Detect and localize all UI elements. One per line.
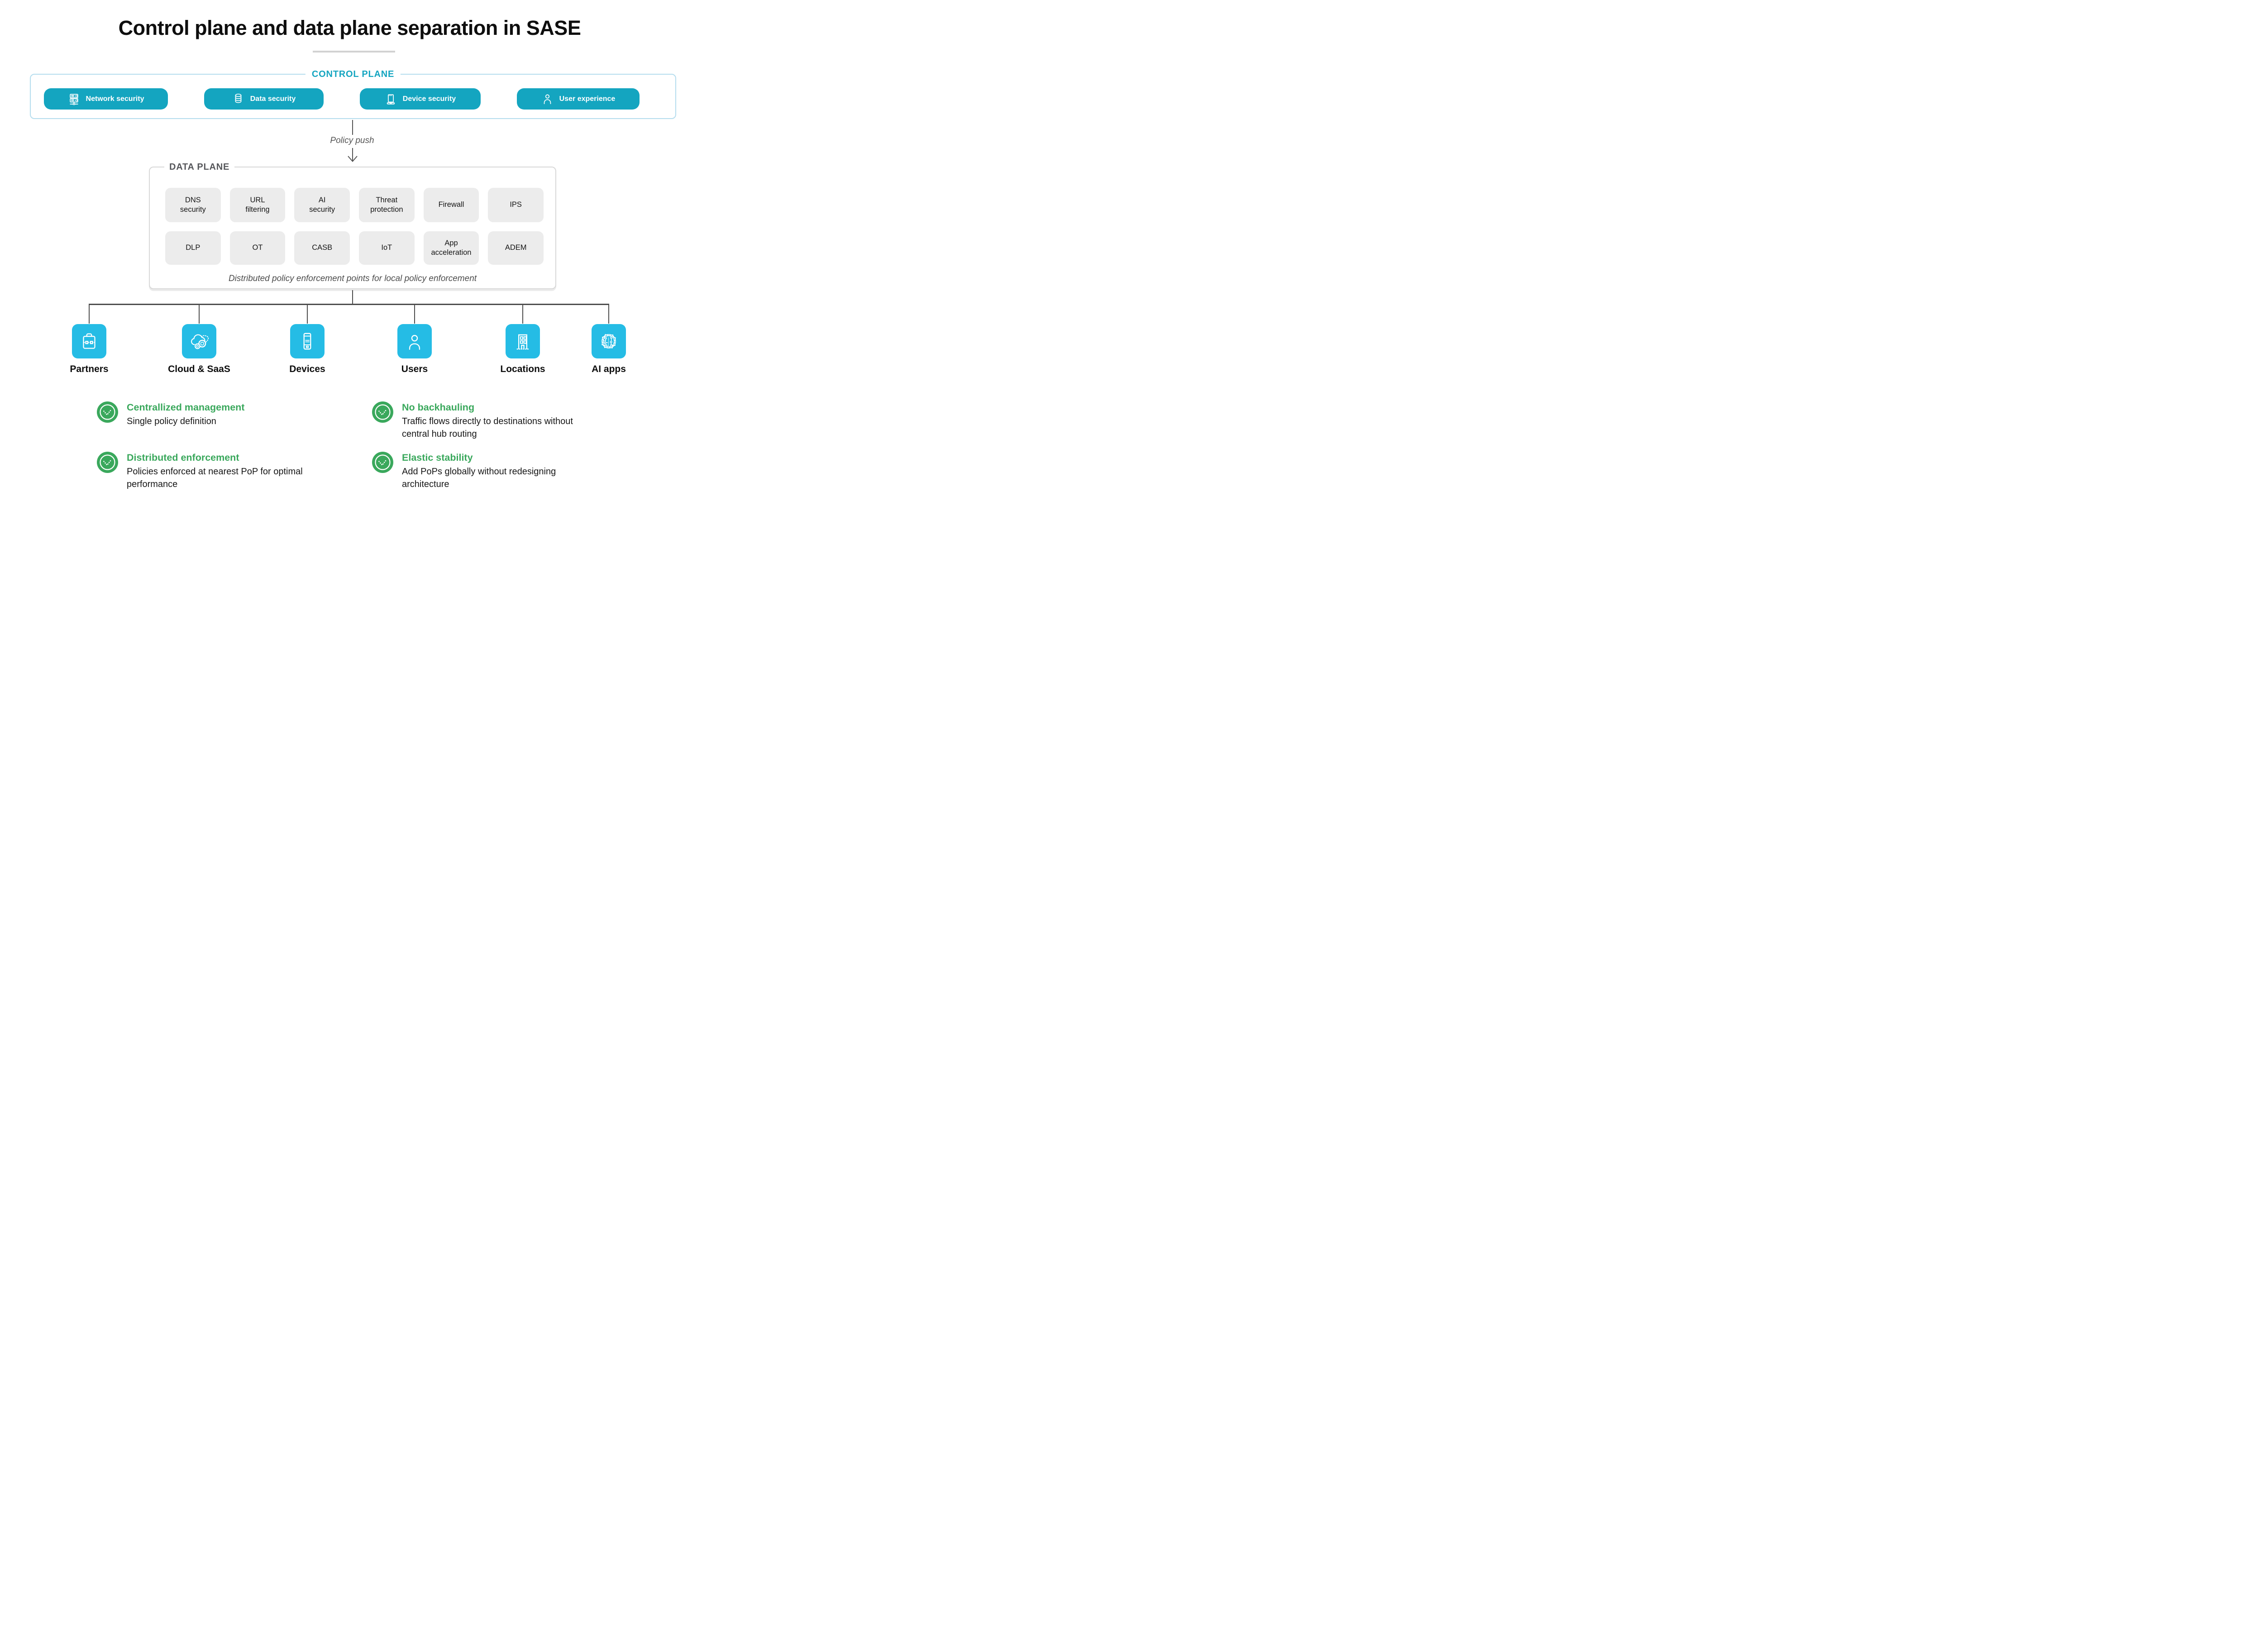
- cloud-gears-icon: [191, 334, 209, 349]
- endpoint-label-devices: Devices: [289, 364, 325, 374]
- data-plane-label: DATA PLANE: [164, 161, 235, 173]
- sase-infographic: Control plane and data plane separation …: [0, 0, 699, 511]
- endpoint-label-users: Users: [401, 364, 428, 374]
- pill-user-experience: User experience: [517, 88, 640, 110]
- control-plane-pill-row: Network security Data security: [44, 88, 640, 110]
- pill-label: Data security: [250, 95, 296, 103]
- tile-adem: ADEM: [488, 231, 544, 265]
- benefit-elastic-stability: Elastic stability Add PoPs globally with…: [372, 452, 556, 491]
- benefit-body-line: central hub routing: [402, 429, 477, 439]
- data-plane-caption: Distributed policy enforcement points fo…: [228, 274, 477, 283]
- check-circle-icon: [372, 452, 393, 473]
- tree-drop-4: [414, 305, 415, 324]
- benefit-centralized-management: Centrallized management Single policy de…: [97, 401, 244, 428]
- user-icon: [409, 335, 420, 350]
- ai-circuit-icon: [601, 334, 616, 349]
- tree-drop-5: [522, 305, 523, 324]
- smartphone-icon: [303, 333, 311, 350]
- benefit-title: No backhauling: [402, 402, 475, 413]
- benefit-body-line: Add PoPs globally without redesigning: [402, 467, 556, 477]
- benefit-body-line: Single policy definition: [127, 416, 216, 426]
- endpoint-devices-tile: [290, 324, 325, 358]
- endpoint-label-ai-apps: AI apps: [592, 364, 626, 374]
- control-plane-label: CONTROL PLANE: [305, 68, 401, 81]
- endpoint-cloud-saas-tile: [182, 324, 216, 358]
- endpoint-ai-apps-tile: [592, 324, 626, 358]
- benefit-body-line: performance: [127, 479, 178, 489]
- benefit-no-backhauling: No backhauling Traffic flows directly to…: [372, 401, 573, 440]
- tree-horizontal-line: [89, 304, 609, 305]
- pill-device-security: Device security: [360, 88, 481, 110]
- tree-drop-1: [89, 305, 90, 324]
- endpoint-label-cloud-saas: Cloud & SaaS: [168, 364, 230, 374]
- endpoint-partners-tile: [72, 324, 106, 358]
- benefit-title: Centrallized management: [127, 402, 245, 413]
- tile-iot: IoT: [358, 231, 415, 265]
- pill-network-security: Network security: [44, 88, 168, 110]
- database-icon: [232, 93, 244, 105]
- tile-dlp: DLP: [165, 231, 221, 265]
- tile-casb: CASB: [294, 231, 350, 265]
- page-title: Control plane and data plane separation …: [118, 16, 581, 39]
- check-circle-icon: [97, 452, 118, 473]
- check-circle-icon: [97, 401, 118, 423]
- benefit-body-line: Traffic flows directly to destinations w…: [402, 416, 573, 426]
- building-icon: [516, 334, 529, 350]
- endpoint-users-tile: [397, 324, 432, 358]
- tree-drop-3: [307, 305, 308, 324]
- pill-label: Network security: [86, 95, 144, 103]
- benefit-distributed-enforcement: Distributed enforcement Policies enforce…: [97, 452, 303, 491]
- control-plane-box: CONTROL PLANE: [30, 68, 676, 119]
- tree-stem: [352, 290, 353, 304]
- tile-firewall: Firewall: [423, 188, 479, 222]
- tile-ot: OT: [229, 231, 286, 265]
- briefcase-icon: [83, 333, 95, 349]
- tree-drop-6: [608, 305, 609, 324]
- benefit-body-line: Policies enforced at nearest PoP for opt…: [127, 467, 303, 477]
- policy-push-arrow-icon: [348, 148, 358, 162]
- tile-ips: IPS: [488, 188, 544, 222]
- check-circle-icon: [372, 401, 393, 423]
- pill-label: Device security: [402, 95, 456, 103]
- endpoint-label-locations: Locations: [500, 364, 545, 374]
- benefit-title: Distributed enforcement: [127, 452, 239, 463]
- policy-push-label: Policy push: [330, 136, 374, 145]
- user-icon: [541, 93, 554, 105]
- endpoint-label-partners: Partners: [70, 364, 109, 374]
- title-divider: [313, 51, 395, 53]
- pill-data-security: Data security: [204, 88, 324, 110]
- tree-drop-2: [199, 305, 200, 324]
- laptop-icon: [385, 93, 397, 105]
- server-network-icon: [68, 93, 80, 105]
- endpoint-locations-tile: [506, 324, 540, 358]
- benefit-title: Elastic stability: [402, 452, 473, 463]
- pill-label: User experience: [559, 95, 616, 103]
- policy-push-line-top: [352, 120, 353, 135]
- benefit-body-line: architecture: [402, 479, 449, 489]
